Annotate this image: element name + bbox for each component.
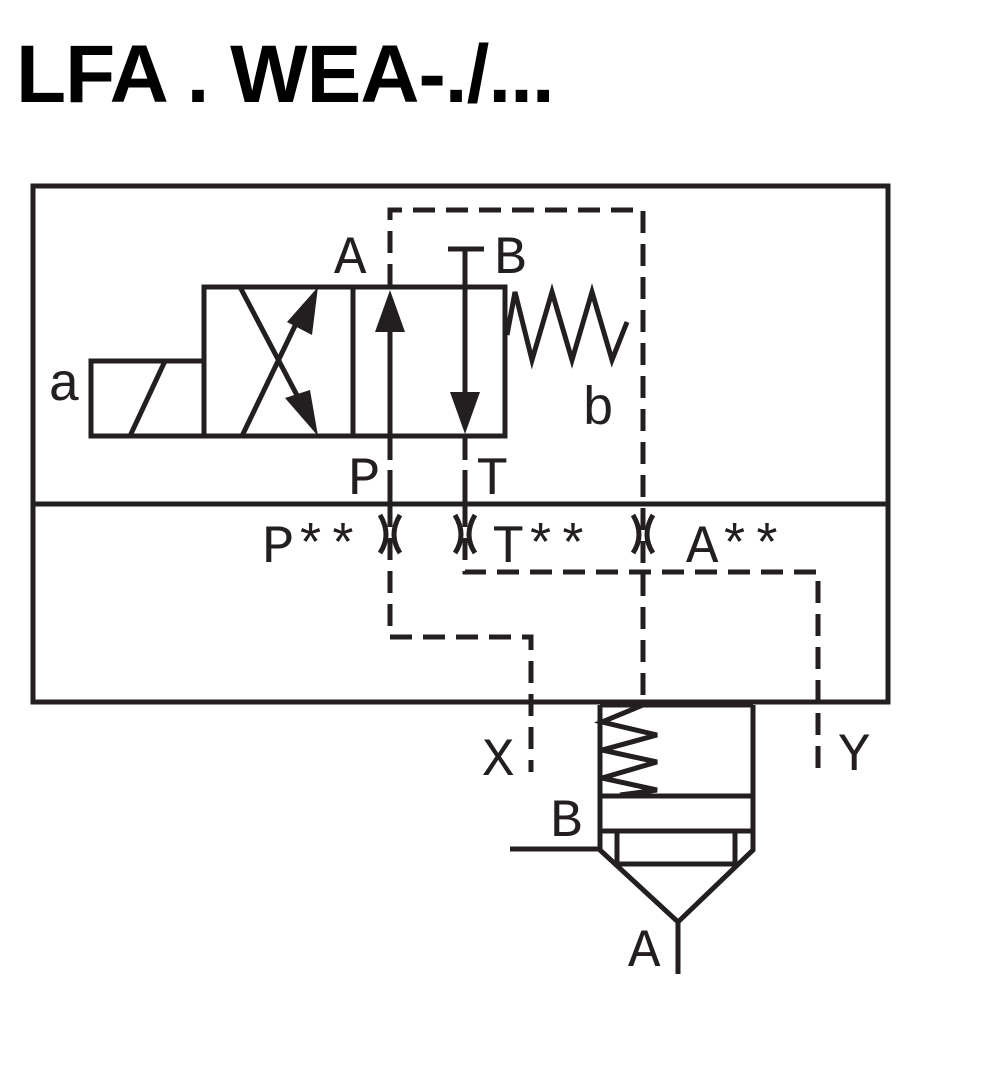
spring-icon — [504, 283, 630, 370]
label-valve-b: B — [494, 229, 526, 290]
pilot-line-top — [387, 207, 646, 705]
logic-cartridge — [510, 702, 756, 974]
label-port-t: T — [476, 450, 508, 511]
label-cartridge-a: A — [628, 922, 661, 983]
arrow-up-right-icon — [287, 287, 318, 335]
label-orifice-a: A** — [686, 518, 783, 579]
label-spring-b: b — [582, 380, 614, 441]
arrow-up-icon — [375, 290, 405, 332]
label-orifice-p: P** — [262, 518, 359, 579]
page-title: LFA . WEA-./... — [16, 29, 555, 120]
label-valve-a: A — [334, 229, 367, 290]
label-solenoid-a: a — [48, 356, 80, 417]
orifice-icons — [377, 513, 656, 555]
directional-valve — [88, 246, 630, 439]
label-port-x: X — [482, 731, 514, 792]
label-port-p: P — [348, 450, 380, 511]
drain-line-y — [462, 505, 821, 770]
arrow-down-right-icon — [285, 390, 318, 436]
pilot-line-x — [387, 505, 534, 772]
arrow-down-icon — [450, 392, 480, 434]
control-cover — [30, 183, 891, 705]
label-cartridge-b: B — [550, 792, 582, 853]
label-port-y: Y — [838, 726, 870, 787]
label-orifice-t: T** — [492, 518, 589, 579]
spring-icon — [593, 702, 658, 798]
solenoid-icon — [88, 358, 207, 439]
